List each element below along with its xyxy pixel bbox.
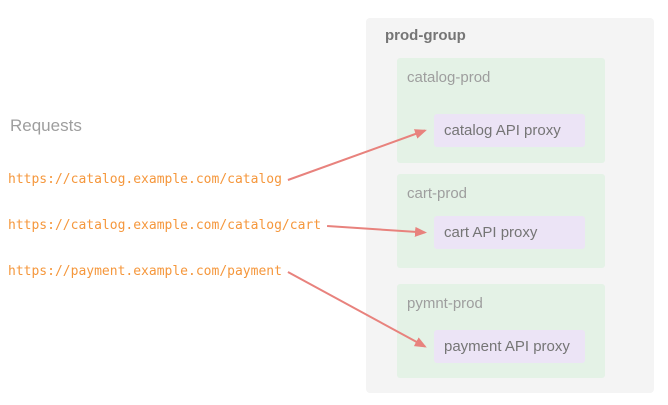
environment-box-2: cart-prod cart API proxy — [397, 174, 605, 268]
request-url-2: https://catalog.example.com/catalog/cart — [8, 218, 322, 233]
proxy-label-1: catalog API proxy — [444, 122, 561, 139]
environment-group-panel: prod-group catalog-prod catalog API prox… — [366, 18, 654, 393]
request-url-1: https://catalog.example.com/catalog — [8, 172, 282, 187]
requests-heading: Requests — [10, 116, 82, 135]
proxy-label-3: payment API proxy — [444, 338, 570, 355]
request-url-3: https://payment.example.com/payment — [8, 264, 282, 279]
environment-box-3: pymnt-prod payment API proxy — [397, 284, 605, 378]
environment-group-name: prod-group — [385, 27, 466, 44]
proxy-box-1: catalog API proxy — [434, 114, 585, 147]
proxy-label-2: cart API proxy — [444, 224, 538, 241]
environment-name-2: cart-prod — [407, 185, 468, 202]
environment-box-1: catalog-prod catalog API proxy — [397, 58, 605, 163]
proxy-box-3: payment API proxy — [434, 330, 585, 363]
environment-name-3: pymnt-prod — [407, 295, 483, 312]
environment-name-1: catalog-prod — [407, 69, 491, 86]
proxy-box-2: cart API proxy — [434, 216, 585, 249]
